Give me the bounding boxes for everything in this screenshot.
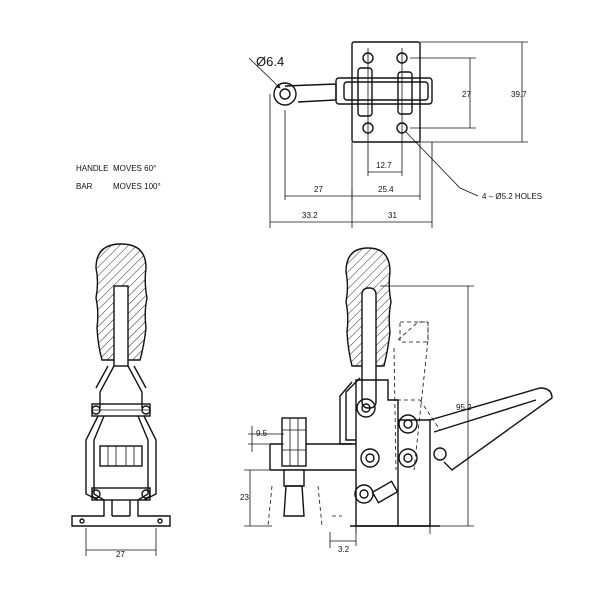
bar-moves: MOVES 100° [113,182,161,191]
dim-31: 31 [388,211,397,220]
handle-label: HANDLE [76,164,108,173]
dim-12-7: 12.7 [376,161,392,170]
dim-33-2: 33.2 [302,211,318,220]
dim-39-7: 39.7 [511,90,527,99]
dim-27-vertical: 27 [462,90,471,99]
motion-notes: HANDLE MOVES 60° BAR MOVES 100° [76,164,161,191]
dim-95-2: 95.2 [456,403,472,412]
dim-25-4: 25.4 [378,185,394,194]
bar-label: BAR [76,182,93,191]
handle-moves: MOVES 60° [113,164,156,173]
front-view: 27 [71,243,171,559]
holes-note: 4 – Ø5.2 HOLES [482,192,542,201]
dim-3-2: 3.2 [338,545,350,554]
dim-27-top: 27 [314,185,323,194]
dim-27-front: 27 [116,550,125,559]
dim-hole-diameter: Ø6.4 [256,54,284,69]
dim-23: 23 [240,493,249,502]
dim-9-5: 9.5 [256,429,268,438]
side-view: 95.2 9.5 23 3.2 [240,247,553,554]
top-view: Ø6.4 12.7 27 25.4 33.2 31 27 39.7 4 – Ø5… [248,41,542,228]
